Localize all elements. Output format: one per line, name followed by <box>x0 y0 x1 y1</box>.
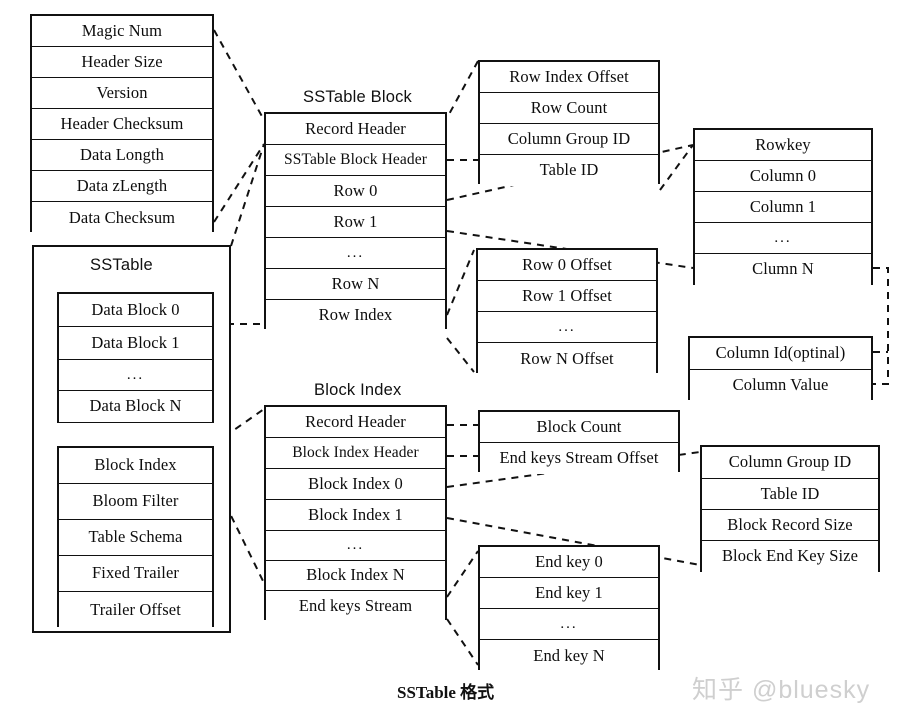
row-detail-row: Rowkey <box>695 130 871 161</box>
link-tableid-to-rowdetail <box>659 144 694 191</box>
column-detail-box: Column Id(optinal) Column Value <box>688 336 873 400</box>
row-detail-box: Rowkey Column 0 Column 1 ... Clumn N <box>693 128 873 285</box>
sstable-meta-row: Table Schema <box>59 520 212 556</box>
end-key-row: End key 1 <box>480 578 658 609</box>
data-block-row: Data Block 0 <box>59 294 212 327</box>
sstable-group-title: SSTable <box>90 256 153 274</box>
sstable-meta-box: Block Index Bloom Filter Table Schema Fi… <box>57 446 214 629</box>
block-index-entry-row: Table ID <box>702 479 878 510</box>
block-index-entry-box: Column Group ID Table ID Block Record Si… <box>700 445 880 572</box>
sstable-data-blocks-box: Data Block 0 Data Block 1 ... Data Block… <box>57 292 214 423</box>
end-key-row: End key 0 <box>480 547 658 578</box>
block-index-header-field-row: End keys Stream Offset <box>480 443 678 474</box>
sstable-block-row-ellipsis: ... <box>266 238 445 269</box>
block-index-row: Block Index 1 <box>266 500 445 531</box>
watermark: 知乎 @bluesky <box>692 676 871 704</box>
record-header-row: Data Checksum <box>32 202 212 234</box>
record-header-row: Version <box>32 78 212 109</box>
column-detail-row: Column Value <box>690 370 871 400</box>
record-header-box: Magic Num Header Size Version Header Che… <box>30 14 214 234</box>
sstable-block-header-box: Row Index Offset Row Count Column Group … <box>478 60 660 186</box>
block-index-row: Block Index N <box>266 561 445 591</box>
block-index-row-ellipsis: ... <box>266 531 445 561</box>
block-index-title: Block Index <box>314 381 402 399</box>
record-header-row: Data zLength <box>32 171 212 202</box>
block-header-field-row: Row Count <box>480 93 658 124</box>
link-endkeys-top <box>446 550 479 598</box>
link-rowindex-to-offsets2 <box>446 337 475 373</box>
sstable-block-row: Row N <box>266 269 445 300</box>
record-header-row: Data Longth <box>32 140 212 171</box>
link-record-header-top <box>213 29 265 121</box>
data-block-row-ellipsis: ... <box>59 360 212 391</box>
sstable-block-row: SSTable Block Header <box>266 145 445 176</box>
block-index-entry-row: Block End Key Size <box>702 541 878 572</box>
sstable-meta-row: Block Index <box>59 448 212 484</box>
block-header-field-row: Row Index Offset <box>480 62 658 93</box>
row-detail-row-ellipsis: ... <box>695 223 871 254</box>
end-key-row: End key N <box>480 640 658 672</box>
record-header-row: Magic Num <box>32 16 212 47</box>
sstable-meta-row: Fixed Trailer <box>59 556 212 592</box>
row-offset-row: Row 1 Offset <box>478 281 656 312</box>
data-block-row: Data Block N <box>59 391 212 422</box>
sstable-block-row: Row Index <box>266 300 445 331</box>
block-index-entry-row: Block Record Size <box>702 510 878 541</box>
link-sstable-top <box>230 143 265 247</box>
block-index-box: Record Header Block Index Header Block I… <box>264 405 447 622</box>
block-index-row: Block Index Header <box>266 438 445 469</box>
block-index-header-field-row: Block Count <box>480 412 678 443</box>
block-index-entry-row: Column Group ID <box>702 447 878 479</box>
record-header-row: Header Checksum <box>32 109 212 140</box>
link-rowindex-to-offsets <box>446 249 475 316</box>
block-header-field-row: Table ID <box>480 155 658 186</box>
link-record-header-bottom <box>213 143 265 223</box>
end-key-row-ellipsis: ... <box>480 609 658 640</box>
link-endkeys-bottom <box>446 618 479 666</box>
link-column-bracket <box>873 267 889 385</box>
end-keys-box: End key 0 End key 1 ... End key N <box>478 545 660 672</box>
block-index-row: Record Header <box>266 407 445 438</box>
column-detail-row: Column Id(optinal) <box>690 338 871 370</box>
diagram-caption: SSTable 格式 <box>397 683 495 702</box>
row-detail-row: Column 1 <box>695 192 871 223</box>
sstable-block-row: Row 0 <box>266 176 445 207</box>
block-index-row: Block Index 0 <box>266 469 445 500</box>
row-detail-row: Column 0 <box>695 161 871 192</box>
sstable-meta-row: Bloom Filter <box>59 484 212 520</box>
sstable-block-row: Record Header <box>266 114 445 145</box>
block-index-row: End keys Stream <box>266 591 445 622</box>
row-offset-row: Row 0 Offset <box>478 250 656 281</box>
row-index-offsets-box: Row 0 Offset Row 1 Offset ... Row N Offs… <box>476 248 658 375</box>
block-index-header-box: Block Count End keys Stream Offset <box>478 410 680 474</box>
data-block-row: Data Block 1 <box>59 327 212 360</box>
row-offset-row-ellipsis: ... <box>478 312 656 343</box>
sstable-meta-row: Trailer Offset <box>59 592 212 629</box>
row-detail-row: Clumn N <box>695 254 871 285</box>
block-header-field-row: Column Group ID <box>480 124 658 155</box>
sstable-block-box: Record Header SSTable Block Header Row 0… <box>264 112 447 331</box>
record-header-row: Header Size <box>32 47 212 78</box>
sstable-block-row: Row 1 <box>266 207 445 238</box>
link-blockheader-to-fields2 <box>446 60 479 119</box>
row-offset-row: Row N Offset <box>478 343 656 375</box>
sstable-block-title: SSTable Block <box>303 88 412 106</box>
